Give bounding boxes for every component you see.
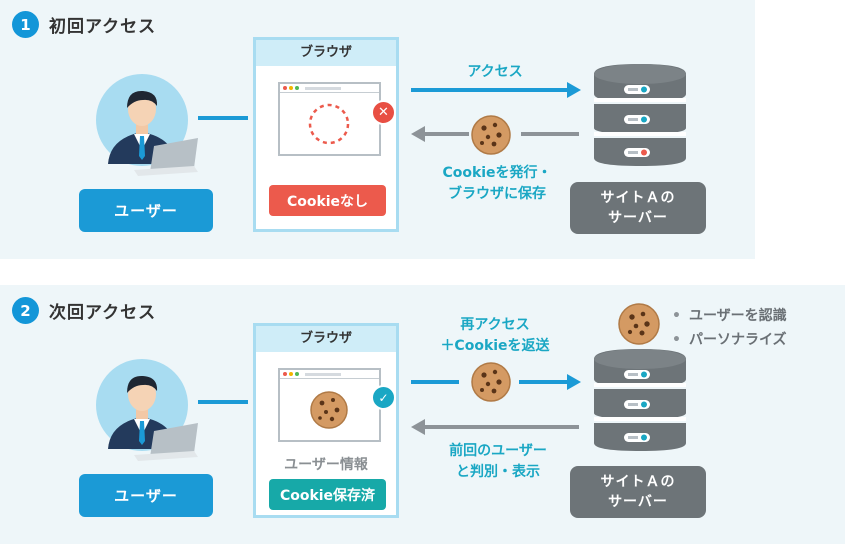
section2-header: 2 次回アクセス (12, 297, 156, 324)
user-browser-connector (198, 116, 248, 120)
status-no-cookie: Cookieなし (269, 185, 386, 216)
user-avatar-icon (96, 74, 198, 176)
server-icon (594, 349, 686, 451)
list-item: ユーザーを認識 (672, 304, 787, 328)
step-number-badge: 1 (12, 11, 39, 38)
browser-title: ブラウザ (256, 40, 396, 66)
laptop-icon (134, 423, 198, 461)
user-browser-connector (198, 400, 248, 404)
dashed-circle-icon (308, 103, 350, 145)
cookie-icon (471, 115, 511, 155)
issue-cookie-label: Cookieを発行・ ブラウザに保存 (442, 165, 552, 202)
list-item: パーソナライズ (672, 328, 787, 352)
cookie-icon (618, 303, 660, 345)
section1-header: 1 初回アクセス (12, 11, 156, 38)
user-info-label: ユーザー情報 (284, 457, 368, 473)
cookie-icon (471, 362, 511, 402)
browser-window-icon (278, 82, 381, 156)
cookie-icon (310, 391, 348, 429)
server-icon (594, 64, 686, 166)
section1-title: 初回アクセス (49, 17, 157, 37)
access-label: アクセス (467, 64, 523, 80)
arrow-left-icon (411, 126, 579, 142)
arrow-right-icon (411, 82, 581, 98)
browser-title: ブラウザ (256, 326, 396, 352)
reaccess-label: 再アクセス ＋Cookieを返送 (440, 317, 550, 354)
arrow-left-icon (411, 419, 579, 435)
browser-panel-1: ブラウザ ✕ Cookieなし (253, 37, 399, 232)
close-icon: ✕ (371, 100, 396, 125)
server-label: サイトＡの サーバー (570, 182, 706, 234)
laptop-icon (134, 138, 198, 176)
arrow-right-icon (411, 374, 581, 390)
status-cookie-saved: Cookie保存済 (269, 479, 386, 510)
step-number-badge: 2 (12, 297, 39, 324)
section2-title: 次回アクセス (49, 303, 157, 323)
server-label: サイトＡの サーバー (570, 466, 706, 518)
user-avatar-icon (96, 359, 198, 461)
user-label: ユーザー (79, 189, 213, 232)
check-icon: ✓ (371, 385, 396, 410)
browser-window-icon (278, 368, 381, 442)
server-benefits-list: ユーザーを認識 パーソナライズ (672, 304, 787, 352)
identify-user-label: 前回のユーザー と判別・表示 (449, 443, 547, 480)
browser-panel-2: ブラウザ ✓ ユーザー情報 Cookie保存済 (253, 323, 399, 518)
user-label: ユーザー (79, 474, 213, 517)
